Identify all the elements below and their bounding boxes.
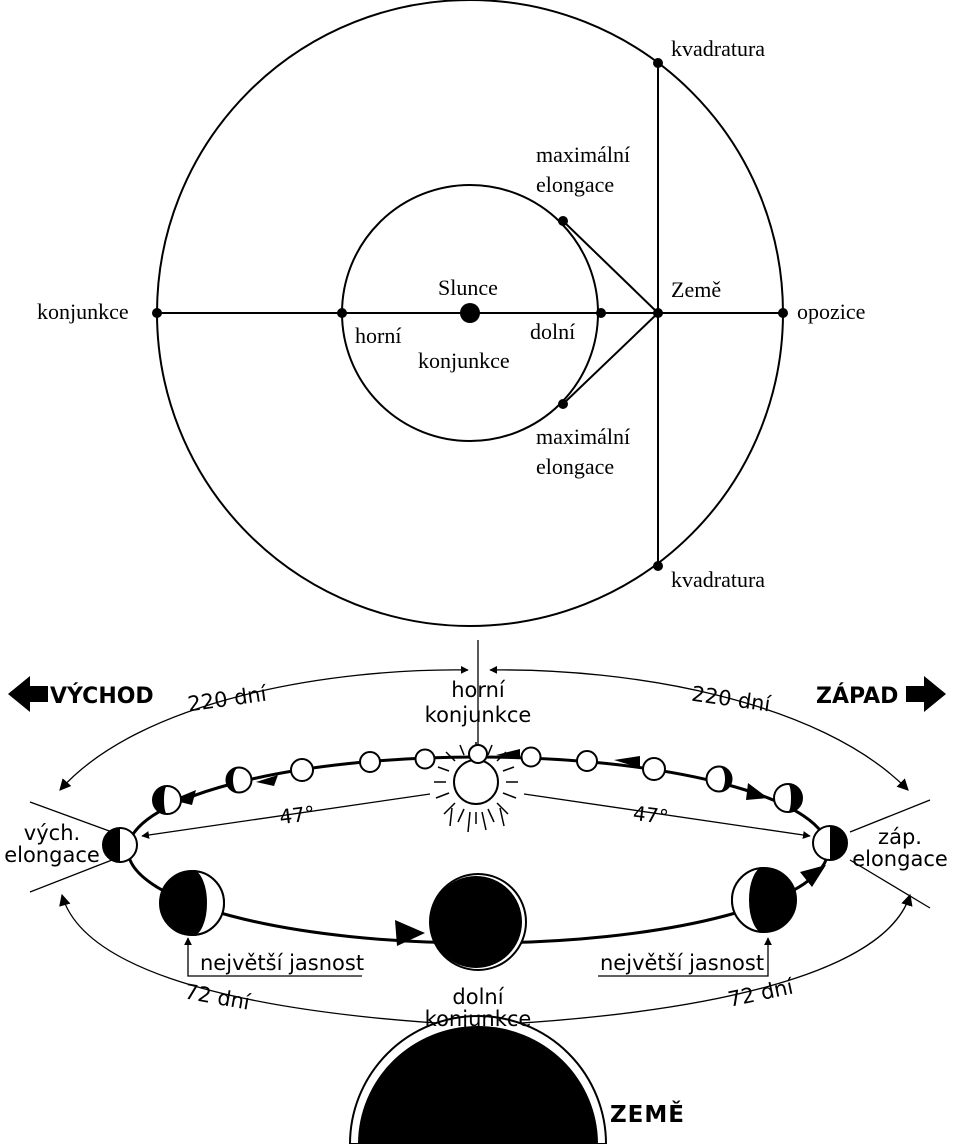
venus-phase-inferior <box>429 873 527 971</box>
max-brightness-left-label: největší jasnost <box>200 951 364 975</box>
west-arrow-icon <box>906 676 946 712</box>
brightness-bracket-right <box>598 937 772 977</box>
west-elongation-label-2: elongace <box>852 847 948 871</box>
superior-conjunction-label-1: horní <box>451 678 506 702</box>
angle-line-right <box>523 793 811 839</box>
venus-phase-l5 <box>152 785 182 815</box>
venus-phase-west-elongation <box>812 825 848 861</box>
earth-point <box>653 308 663 318</box>
venus-phase-r4 <box>705 765 733 793</box>
inferior-conjunction-label-2: konjunkce <box>425 1007 532 1031</box>
east-arrow-icon <box>8 676 48 712</box>
orbit-arrow-upper-left <box>256 775 278 786</box>
venus-phase-r5 <box>773 783 803 813</box>
earth-label: Země <box>671 277 721 302</box>
orbit-arrow-right <box>800 865 826 887</box>
inferior-label: dolní <box>530 319 575 344</box>
max-elongation-point-top <box>558 216 568 226</box>
east-elongation-line-1 <box>29 801 113 833</box>
venus-phase-l1 <box>414 748 436 770</box>
sun <box>460 303 480 323</box>
max-elongation-label-top: maximální <box>536 142 630 167</box>
venus-phase-superior <box>468 744 488 764</box>
tangent-line-top <box>562 220 659 314</box>
orbit-diagram: kvadratura maximální elongace Slunce Zem… <box>37 0 865 627</box>
max-elongation-point-bottom <box>558 399 568 409</box>
bottom-arc-right <box>489 893 913 1029</box>
quadrature-point-top <box>653 58 663 68</box>
superior-label: horní <box>355 323 401 348</box>
orbit-arrow-upper-2 <box>496 749 520 759</box>
opposition-point <box>778 308 788 318</box>
west-elongation-line-2 <box>849 859 931 909</box>
conjunction-label: konjunkce <box>37 299 129 324</box>
max-elongation-label-bottom: maximální <box>536 424 630 449</box>
venus-phase-r3 <box>642 757 666 781</box>
tangent-line-bottom <box>562 312 659 405</box>
orbit-arrow-bottom <box>395 920 425 946</box>
days-top-right-label: 220 dní <box>690 682 773 717</box>
days-bottom-right-label: 72 dní <box>726 974 797 1011</box>
sun-label: Slunce <box>438 275 498 300</box>
venus-phase-r1 <box>520 746 542 768</box>
angle-left-label: 47° <box>278 801 316 829</box>
superior-conjunction-label-2: konjunkce <box>425 703 532 727</box>
quadrature-label-bottom: kvadratura <box>671 567 765 592</box>
venus-phase-l3 <box>290 758 314 782</box>
west-label: ZÁPAD <box>816 683 898 709</box>
angle-right-label: 47° <box>632 801 670 829</box>
top-arc-left <box>59 666 469 791</box>
orbit-arrow-upper-right <box>746 783 768 800</box>
east-label: VÝCHOD <box>50 683 154 709</box>
max-brightness-right-label: největší jasnost <box>600 951 764 975</box>
west-elongation-line-1 <box>849 799 931 833</box>
conjunction-center-label: konjunkce <box>418 348 510 373</box>
superior-conjunction-point <box>337 308 347 318</box>
venus-phase-l2 <box>359 751 381 773</box>
venus-phase-east-brightest <box>159 870 225 936</box>
earth-label-bottom: ZEMĚ <box>610 1100 685 1128</box>
max-elongation-label-top-2: elongace <box>536 172 614 197</box>
venus-phase-r2 <box>576 750 598 772</box>
opposition-label: opozice <box>797 299 865 324</box>
brightness-bracket-left <box>184 937 362 977</box>
quadrature-point-bottom <box>653 561 663 571</box>
max-elongation-label-bottom-2: elongace <box>536 454 614 479</box>
venus-phase-l4 <box>225 766 253 794</box>
east-elongation-label-2: elongace <box>4 843 100 867</box>
orbit-arrow-upper-1 <box>614 756 640 768</box>
east-elongation-label-1: vých. <box>24 821 80 845</box>
inferior-conjunction-point <box>596 308 606 318</box>
days-bottom-left-label: 72 dní <box>183 980 253 1015</box>
west-elongation-label-1: záp. <box>878 825 922 849</box>
east-elongation-line-2 <box>29 859 113 893</box>
sun-icon <box>434 742 518 833</box>
bottom-arc-left <box>59 893 469 1029</box>
venus-phase-west-brightest <box>731 867 797 933</box>
inferior-conjunction-label-1: dolní <box>452 985 504 1009</box>
venus-phases-diagram: VÝCHOD ZÁPAD <box>4 640 948 1144</box>
venus-phase-east-elongation <box>102 827 138 863</box>
angle-line-left <box>141 793 431 839</box>
earth-body <box>348 1015 608 1144</box>
conjunction-point <box>152 308 162 318</box>
top-arc-right <box>489 666 909 791</box>
days-top-left-label: 220 dní <box>186 682 269 717</box>
quadrature-label-top: kvadratura <box>671 36 765 61</box>
